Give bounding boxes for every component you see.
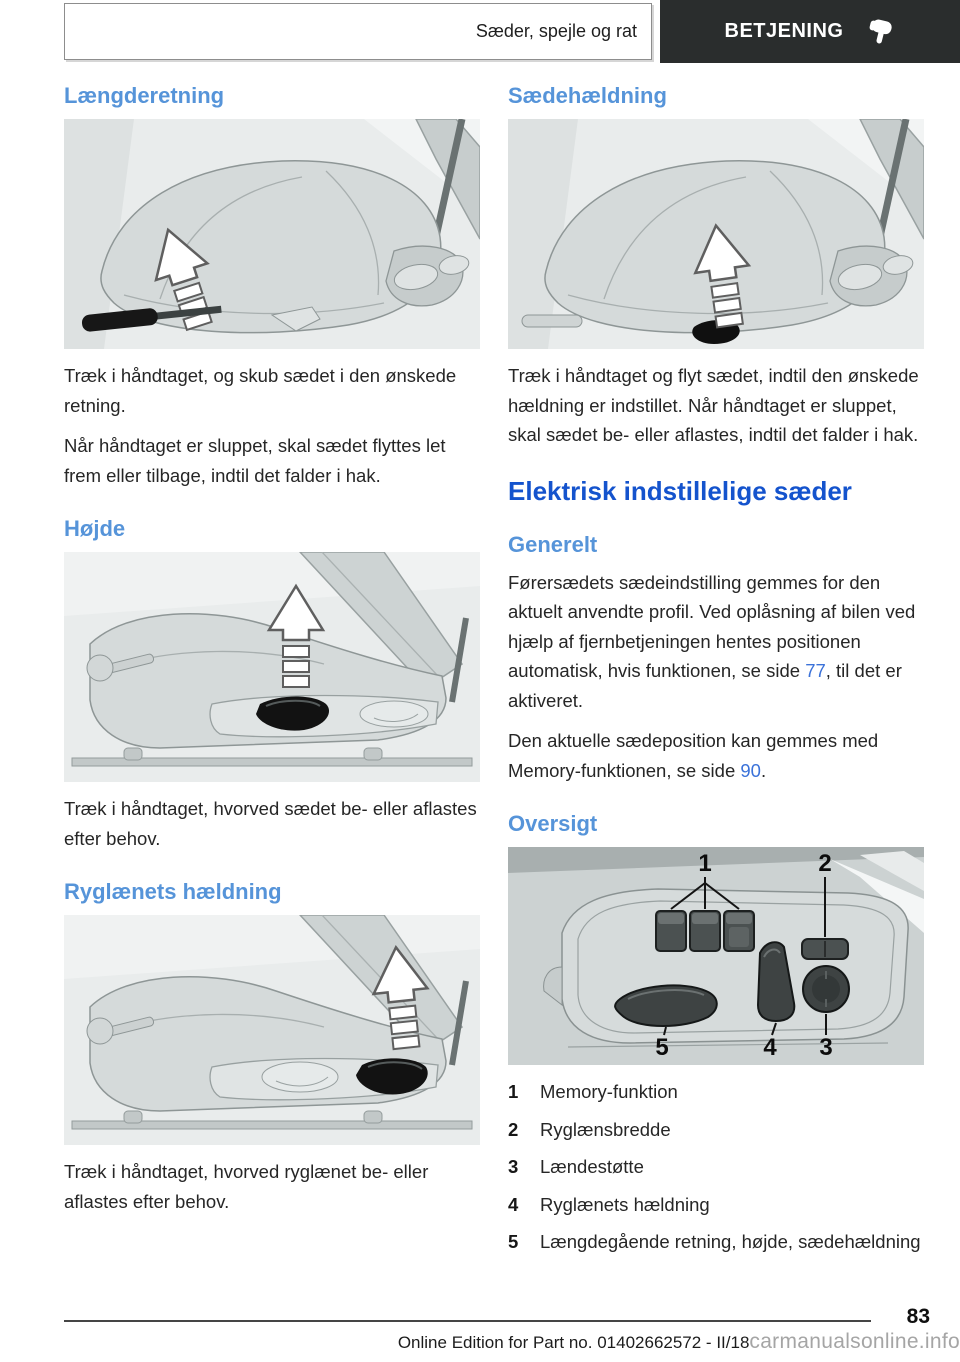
legend-label: Ryglænets hældning xyxy=(540,1193,710,1215)
heading-laengderetning: Længderetning xyxy=(64,83,225,108)
heading-hoejde: Højde xyxy=(64,516,126,541)
figure-backrest-tilt xyxy=(64,915,480,1145)
legend-num: 5 xyxy=(508,1231,519,1252)
heading-ryglaenets-haeldning: Ryglænets hældning xyxy=(64,879,282,904)
legend-label: Ryglænsbredde xyxy=(540,1118,671,1140)
page-link-90[interactable]: 90 xyxy=(740,759,761,781)
callout-lines-1 xyxy=(670,877,740,910)
hand-pointer-icon xyxy=(867,18,895,46)
heading-saedehaeldning: Sædehældning xyxy=(508,83,667,108)
text-run: Førersædets sædeindstilling gemmes for d… xyxy=(508,571,916,682)
legend-label: Længdegående retning, højde, sædehældnin… xyxy=(540,1231,921,1252)
text-run: Den aktuelle sædeposition kan gemmes med… xyxy=(508,730,879,781)
legend-num: 2 xyxy=(508,1118,519,1140)
dark-handle xyxy=(256,696,330,731)
controls-legend: 1 Memory-funktion 2 Ryglænsbredde 3 Lænd… xyxy=(508,1077,924,1257)
breadcrumb-box: Sæder, spejle og rat xyxy=(64,3,652,60)
seat-illustration xyxy=(64,915,480,1145)
callout-line-4 xyxy=(771,1022,777,1036)
legend-num: 3 xyxy=(508,1156,519,1177)
legend-item: 1 Memory-funktion xyxy=(508,1077,924,1107)
left-column: Længderetning xyxy=(64,83,480,1265)
paragraph: Førersædets sædeindstilling gemmes for d… xyxy=(508,568,924,716)
lever-handle xyxy=(81,305,222,332)
legend-num: 1 xyxy=(508,1081,519,1102)
height-lever xyxy=(86,1016,155,1045)
legend-item: 4 Ryglænets hældning xyxy=(508,1190,924,1220)
backrest-tilt-switch xyxy=(756,941,796,1023)
backrest-width-button xyxy=(801,938,849,960)
page-link-77[interactable]: 77 xyxy=(805,660,826,681)
paragraph: Træk i håndtaget, og skub sædet i den øn… xyxy=(64,365,457,416)
callout-3: 3 xyxy=(819,1034,832,1061)
page-footer: 83 Online Edition for Part no. 014026625… xyxy=(0,1305,960,1354)
edition-note: Online Edition for Part no. 01402662572 … xyxy=(397,1333,750,1352)
dark-handle xyxy=(356,1058,428,1095)
heading-elektrisk-saeder: Elektrisk indstillelige sæder xyxy=(508,475,852,506)
paragraph: Træk i håndtaget, hvorved sædet be- elle… xyxy=(64,798,477,849)
figure-seat-controls-overview: 1 2 3 xyxy=(508,847,924,1065)
lumbar-knob xyxy=(802,965,850,1013)
adjust-arrow-icon xyxy=(693,223,752,329)
text-run: . xyxy=(760,759,767,781)
right-column: Sædehældning xyxy=(508,83,924,1265)
figure-seat-longitudinal xyxy=(64,119,480,349)
seat-controls-illustration: 1 2 3 xyxy=(508,847,924,1065)
figure-seat-tilt xyxy=(508,119,924,349)
heading-oversigt: Oversigt xyxy=(508,811,598,836)
watermark-link[interactable]: carmanualsonline.info xyxy=(749,1330,960,1353)
callout-4: 4 xyxy=(763,1034,777,1061)
breadcrumb: Sæder, spejle og rat xyxy=(475,21,637,41)
legend-label: Lændestøtte xyxy=(540,1156,644,1177)
height-lever xyxy=(86,653,155,682)
figure-seat-height xyxy=(64,552,480,782)
legend-item: 2 Ryglænsbredde xyxy=(508,1115,924,1145)
legend-label: Memory-funktion xyxy=(540,1081,678,1102)
legend-item: 5 Længdegående retning, højde, sædehældn… xyxy=(508,1227,924,1257)
adjust-arrow-icon xyxy=(266,583,326,688)
callout-2: 2 xyxy=(818,850,831,877)
chapter-tab: BETJENING xyxy=(660,0,960,63)
seat-illustration xyxy=(64,119,480,349)
paragraph: Træk i håndtaget og flyt sædet, indtil d… xyxy=(508,365,919,445)
adjust-arrow-icon xyxy=(154,227,213,332)
memory-buttons xyxy=(655,910,755,952)
adjust-arrow-icon xyxy=(371,944,430,1051)
seat-illustration xyxy=(64,552,480,782)
seat-pan-switch xyxy=(614,984,718,1027)
text-run: , til det er aktiveret. xyxy=(508,660,902,711)
page-number: 83 xyxy=(906,1305,930,1328)
paragraph: Når håndtaget er sluppet, skal sædet fly… xyxy=(64,435,446,486)
chapter-tab-label: BETJENING xyxy=(724,20,844,42)
callout-1: 1 xyxy=(698,850,711,877)
seat-illustration xyxy=(508,119,924,349)
heading-generelt: Generelt xyxy=(508,531,598,557)
legend-num: 4 xyxy=(508,1193,519,1215)
paragraph: Den aktuelle sædeposition kan gemmes med… xyxy=(508,726,924,785)
callout-5: 5 xyxy=(655,1034,668,1061)
content-columns: Længderetning xyxy=(0,83,960,1265)
footer-rule xyxy=(64,1320,871,1322)
page-header: Sæder, spejle og rat BETJENING xyxy=(0,0,960,63)
callout-line-5 xyxy=(663,1026,667,1036)
legend-item: 3 Lændestøtte xyxy=(508,1152,924,1182)
paragraph: Træk i håndtaget, hvorved ryglænet be- e… xyxy=(64,1161,429,1212)
